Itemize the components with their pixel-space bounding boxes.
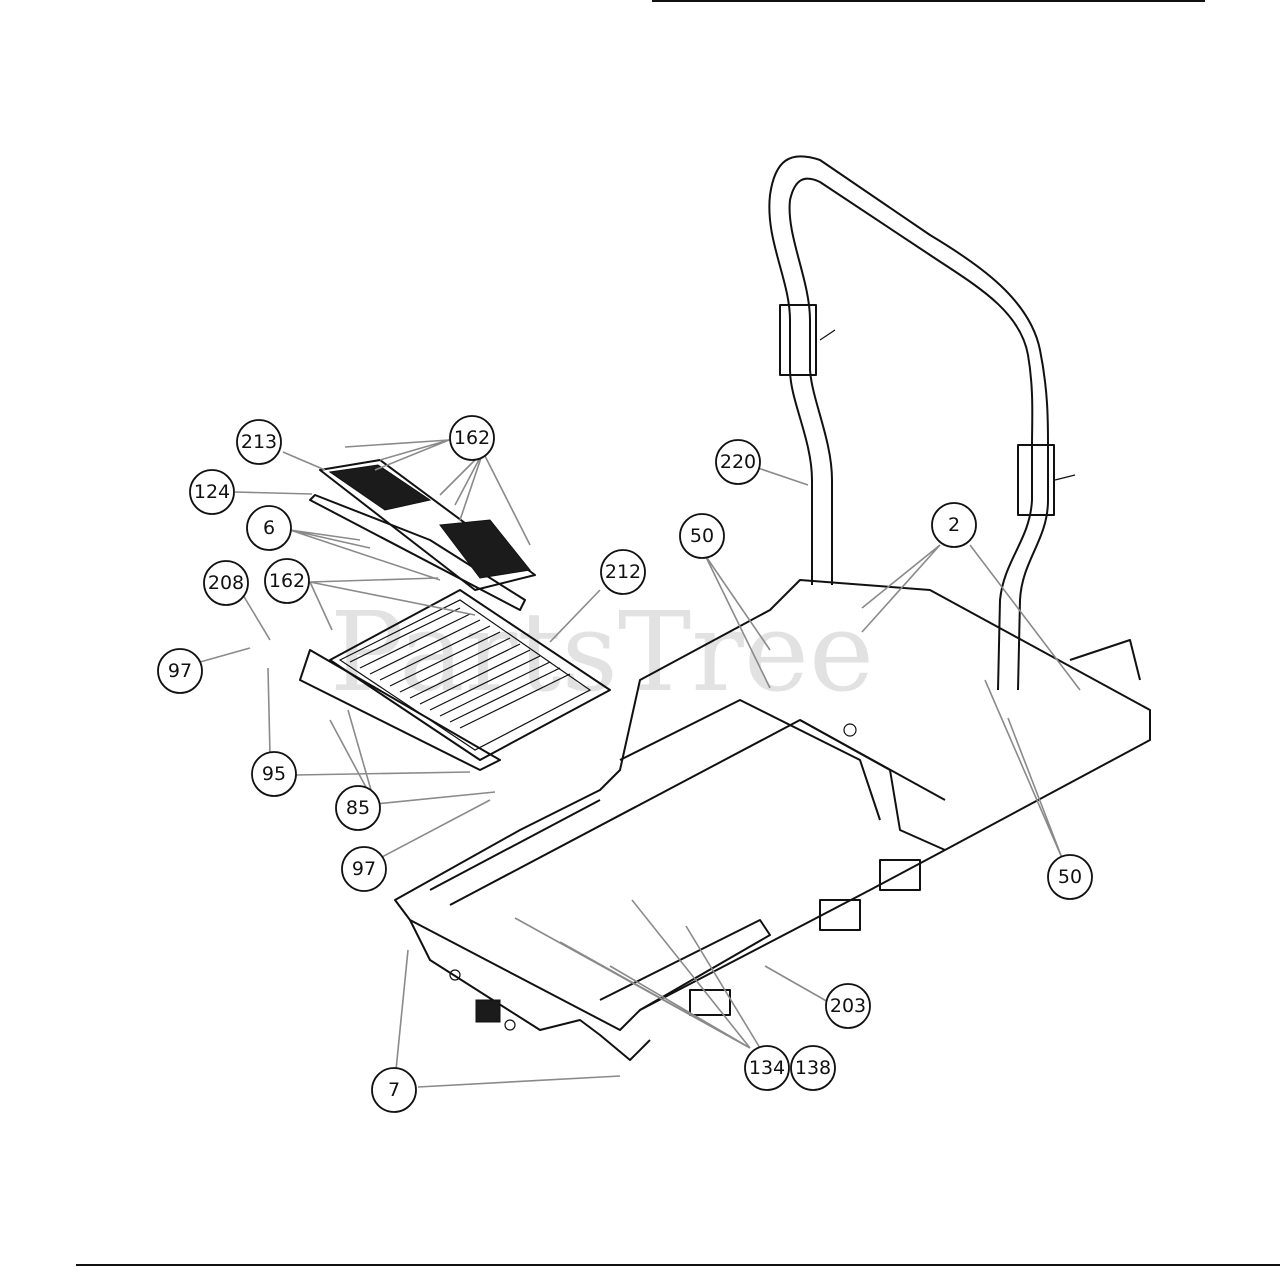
main-frame	[394, 579, 1151, 1061]
callout-134: 134	[744, 1045, 790, 1091]
callout-220-label: 220	[720, 451, 756, 473]
callout-162-top-circle	[449, 415, 495, 461]
callout-6: 6	[246, 505, 292, 551]
callout-95-label: 95	[262, 763, 286, 785]
callout-162-mid-label: 162	[269, 570, 305, 592]
callout-97-left-label: 97	[168, 660, 192, 682]
callout-134-circle	[744, 1045, 790, 1091]
callout-220-circle	[715, 439, 761, 485]
callout-50-left: 50	[679, 513, 725, 559]
callout-162-mid: 162	[264, 558, 310, 604]
leader-lines	[199, 439, 1081, 1088]
callout-203: 203	[825, 983, 871, 1029]
callout-203-label: 203	[830, 995, 866, 1017]
callout-134-label: 134	[749, 1057, 785, 1079]
callout-6-label: 6	[263, 517, 275, 539]
callout-2-circle	[931, 502, 977, 548]
tray-slots	[349, 607, 571, 729]
callout-6-circle	[246, 505, 292, 551]
callout-85-label: 85	[346, 797, 370, 819]
callout-138: 138	[790, 1045, 836, 1091]
callout-95: 95	[251, 751, 297, 797]
callout-2: 2	[931, 502, 977, 548]
callout-7-circle	[371, 1067, 417, 1113]
callouts: 213 162 124 6 208 162 212 97 95 85 97 220 50 2 50 203 13…	[157, 415, 1093, 1113]
callout-208-circle	[203, 560, 249, 606]
callout-213-circle	[236, 419, 282, 465]
callout-97-bottom-circle	[341, 846, 387, 892]
callout-124-circle	[189, 469, 235, 515]
callout-97-bottom: 97	[341, 846, 387, 892]
callout-138-circle	[790, 1045, 836, 1091]
callout-213-label: 213	[241, 431, 277, 453]
callout-85-circle	[335, 785, 381, 831]
callout-212-circle	[600, 549, 646, 595]
callout-97-left-circle	[157, 648, 203, 694]
callout-97-bottom-label: 97	[352, 858, 376, 880]
callout-212-label: 212	[605, 561, 641, 583]
callout-138-label: 138	[795, 1057, 831, 1079]
callout-162-mid-circle	[264, 558, 310, 604]
callout-162-top: 162	[449, 415, 495, 461]
callout-162-top-label: 162	[454, 427, 490, 449]
callout-208-label: 208	[208, 572, 244, 594]
rops-roll-bar	[768, 155, 1076, 691]
foot-tray	[299, 589, 611, 771]
upper-foot-plate	[309, 459, 536, 611]
callout-124-label: 124	[194, 481, 230, 503]
callout-50-left-label: 50	[690, 525, 714, 547]
callout-203-circle	[825, 983, 871, 1029]
callout-2-label: 2	[948, 514, 960, 536]
callout-50-left-circle	[679, 513, 725, 559]
callout-7: 7	[371, 1067, 417, 1113]
callout-85: 85	[335, 785, 381, 831]
callout-213: 213	[236, 419, 282, 465]
callout-50-right: 50	[1047, 854, 1093, 900]
callout-50-right-label: 50	[1058, 866, 1082, 888]
callout-95-circle	[251, 751, 297, 797]
callout-212: 212	[600, 549, 646, 595]
callout-97-left: 97	[157, 648, 203, 694]
callout-220: 220	[715, 439, 761, 485]
callout-208: 208	[203, 560, 249, 606]
callout-124: 124	[189, 469, 235, 515]
callout-50-right-circle	[1047, 854, 1093, 900]
callout-7-label: 7	[388, 1079, 400, 1101]
